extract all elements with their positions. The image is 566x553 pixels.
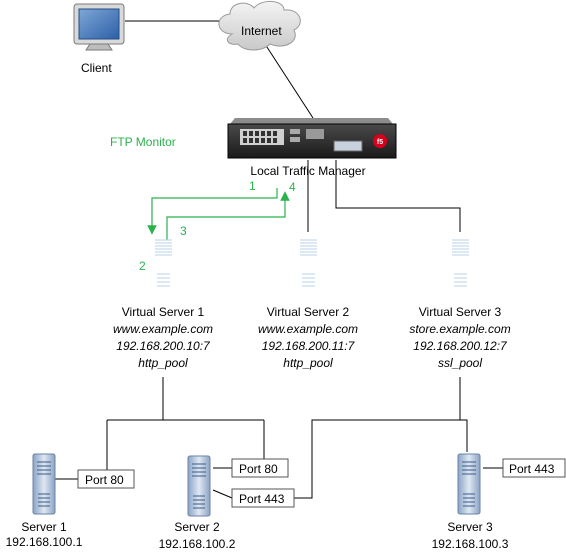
server-2-name: Server 2 [174,520,220,534]
server-3-name: Server 3 [447,520,493,534]
virtual-server-2-labels: Virtual Server 2 www.example.com 192.168… [258,305,358,370]
connection-lines [55,20,503,499]
server-3-ip: 192.168.100.3 [432,537,509,551]
virtual-server-3-labels: Virtual Server 3 store.example.com 192.1… [409,305,510,370]
internet-label: Internet [241,24,282,38]
port-label: Port 80 [85,473,124,487]
ltm-label: Local Traffic Manager [250,164,365,178]
monitor-step-labels: 1 4 3 2 [139,179,296,273]
vs1-pool: http_pool [138,356,188,370]
server-1-ip: 192.168.100.1 [6,535,83,549]
vs3-name: Virtual Server 3 [419,305,502,319]
ltm-logo-text: f5 [377,139,383,146]
monitor-arrow-1 [147,188,278,235]
monitor-flow [147,188,290,240]
step-label-3: 3 [180,224,187,238]
vs1-address: 192.168.200.10:7 [116,339,211,353]
vs1-name: Virtual Server 1 [122,305,205,319]
ltm-vs3-link [335,160,461,232]
vs2-address: 192.168.200.11:7 [262,339,356,353]
server-1-name: Server 1 [21,520,67,534]
step-label-1: 1 [249,179,256,193]
virtual-server-1-labels: Virtual Server 1 www.example.com 192.168… [113,305,213,370]
vs1-server-bus [106,377,265,479]
port-box-s2-443: Port 443 [231,488,295,508]
vs3-server-bus [294,377,468,499]
port-label: Port 80 [239,462,278,476]
vs3-address: 192.168.200.12:7 [413,339,508,353]
ltm-device-icon [227,118,397,159]
server-2-icon [187,455,211,517]
internet-ltm-link [264,43,314,119]
internet-cloud-icon [218,1,301,51]
virtual-server-1-icon [155,239,172,287]
port-box-s2-80: Port 80 [231,458,289,478]
monitor-label: FTP Monitor [110,135,176,149]
vs2-name: Virtual Server 2 [267,305,350,319]
vs2-host: www.example.com [258,322,358,336]
vs2-pool: http_pool [283,356,333,370]
client-label: Client [81,61,112,75]
virtual-server-3-icon [452,239,469,287]
monitor-arrow-2 [166,191,290,240]
client-computer-icon [73,3,125,51]
server-labels: Server 1 192.168.100.1 Server 2 192.168.… [6,520,509,551]
virtual-server-2-icon [300,239,317,287]
step-label-4: 4 [289,180,296,194]
port-box-s1-80: Port 80 [77,469,135,489]
vs3-pool: ssl_pool [438,356,482,370]
vs1-host: www.example.com [113,322,213,336]
port-label: Port 443 [509,462,555,476]
port-label: Port 443 [239,492,285,506]
server-1-icon [32,453,56,515]
vs3-host: store.example.com [409,322,510,336]
server-3-icon [457,453,481,515]
server2-port443-link [212,489,233,499]
server-2-ip: 192.168.100.2 [159,537,236,551]
step-label-2: 2 [139,259,146,273]
port-box-s3-443: Port 443 [502,458,566,478]
